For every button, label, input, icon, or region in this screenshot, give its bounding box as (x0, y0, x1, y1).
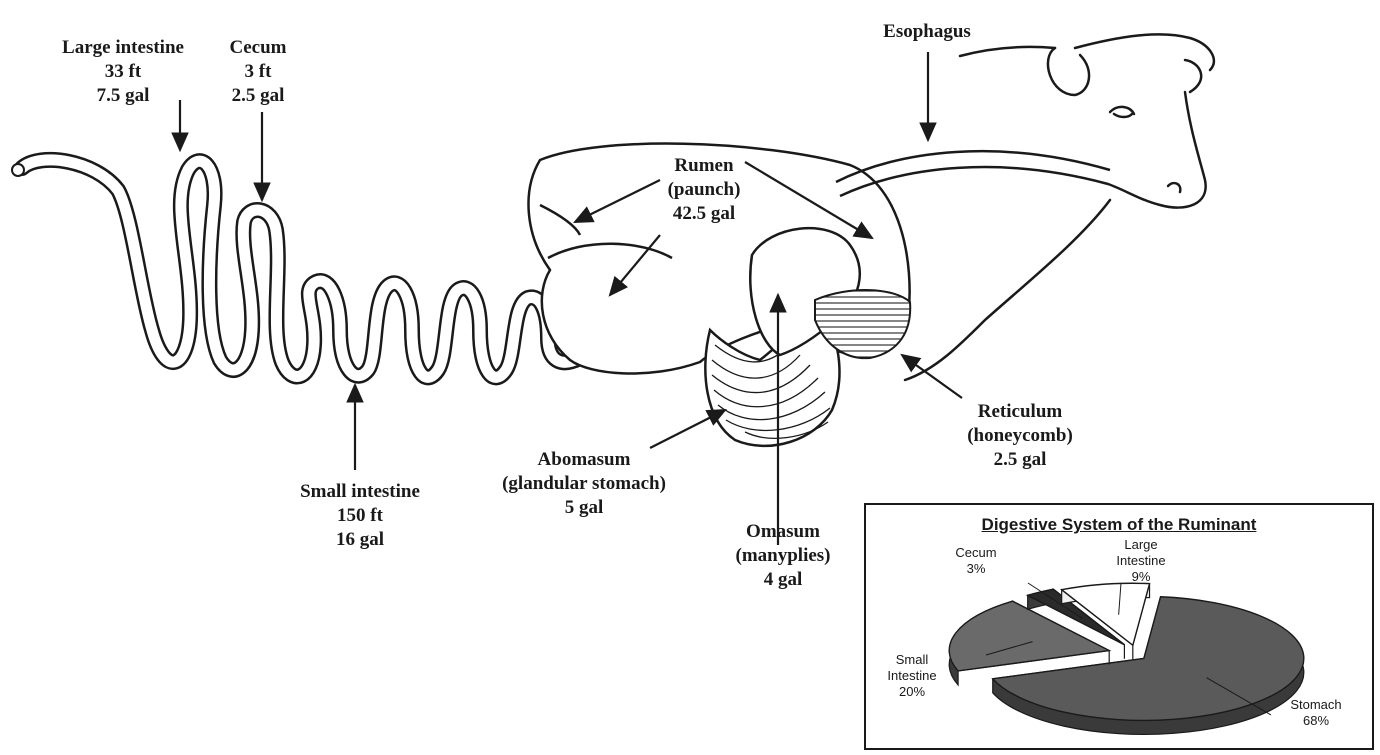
label-cecum: Cecum 3 ft 2.5 gal (230, 36, 287, 108)
arrow-abomasum (650, 410, 725, 448)
label-reticulum: Reticulum (honeycomb) 2.5 gal (967, 400, 1073, 472)
intestine-end (12, 164, 24, 176)
label-small-intestine: Small intestine 150 ft 16 gal (300, 480, 420, 552)
label-abomasum: Abomasum (glandular stomach) 5 gal (502, 448, 666, 520)
label-esophagus: Esophagus (883, 20, 971, 44)
pie-slice-top (949, 601, 1109, 671)
pie-chart-box: Digestive System of the Ruminant Stomach… (864, 503, 1374, 750)
cow-head (905, 34, 1214, 380)
label-large-intestine: Large intestine 33 ft 7.5 gal (62, 36, 184, 108)
label-omasum: Omasum (manyplies) 4 gal (736, 520, 831, 592)
label-rumen: Rumen (paunch) 42.5 gal (668, 154, 741, 226)
